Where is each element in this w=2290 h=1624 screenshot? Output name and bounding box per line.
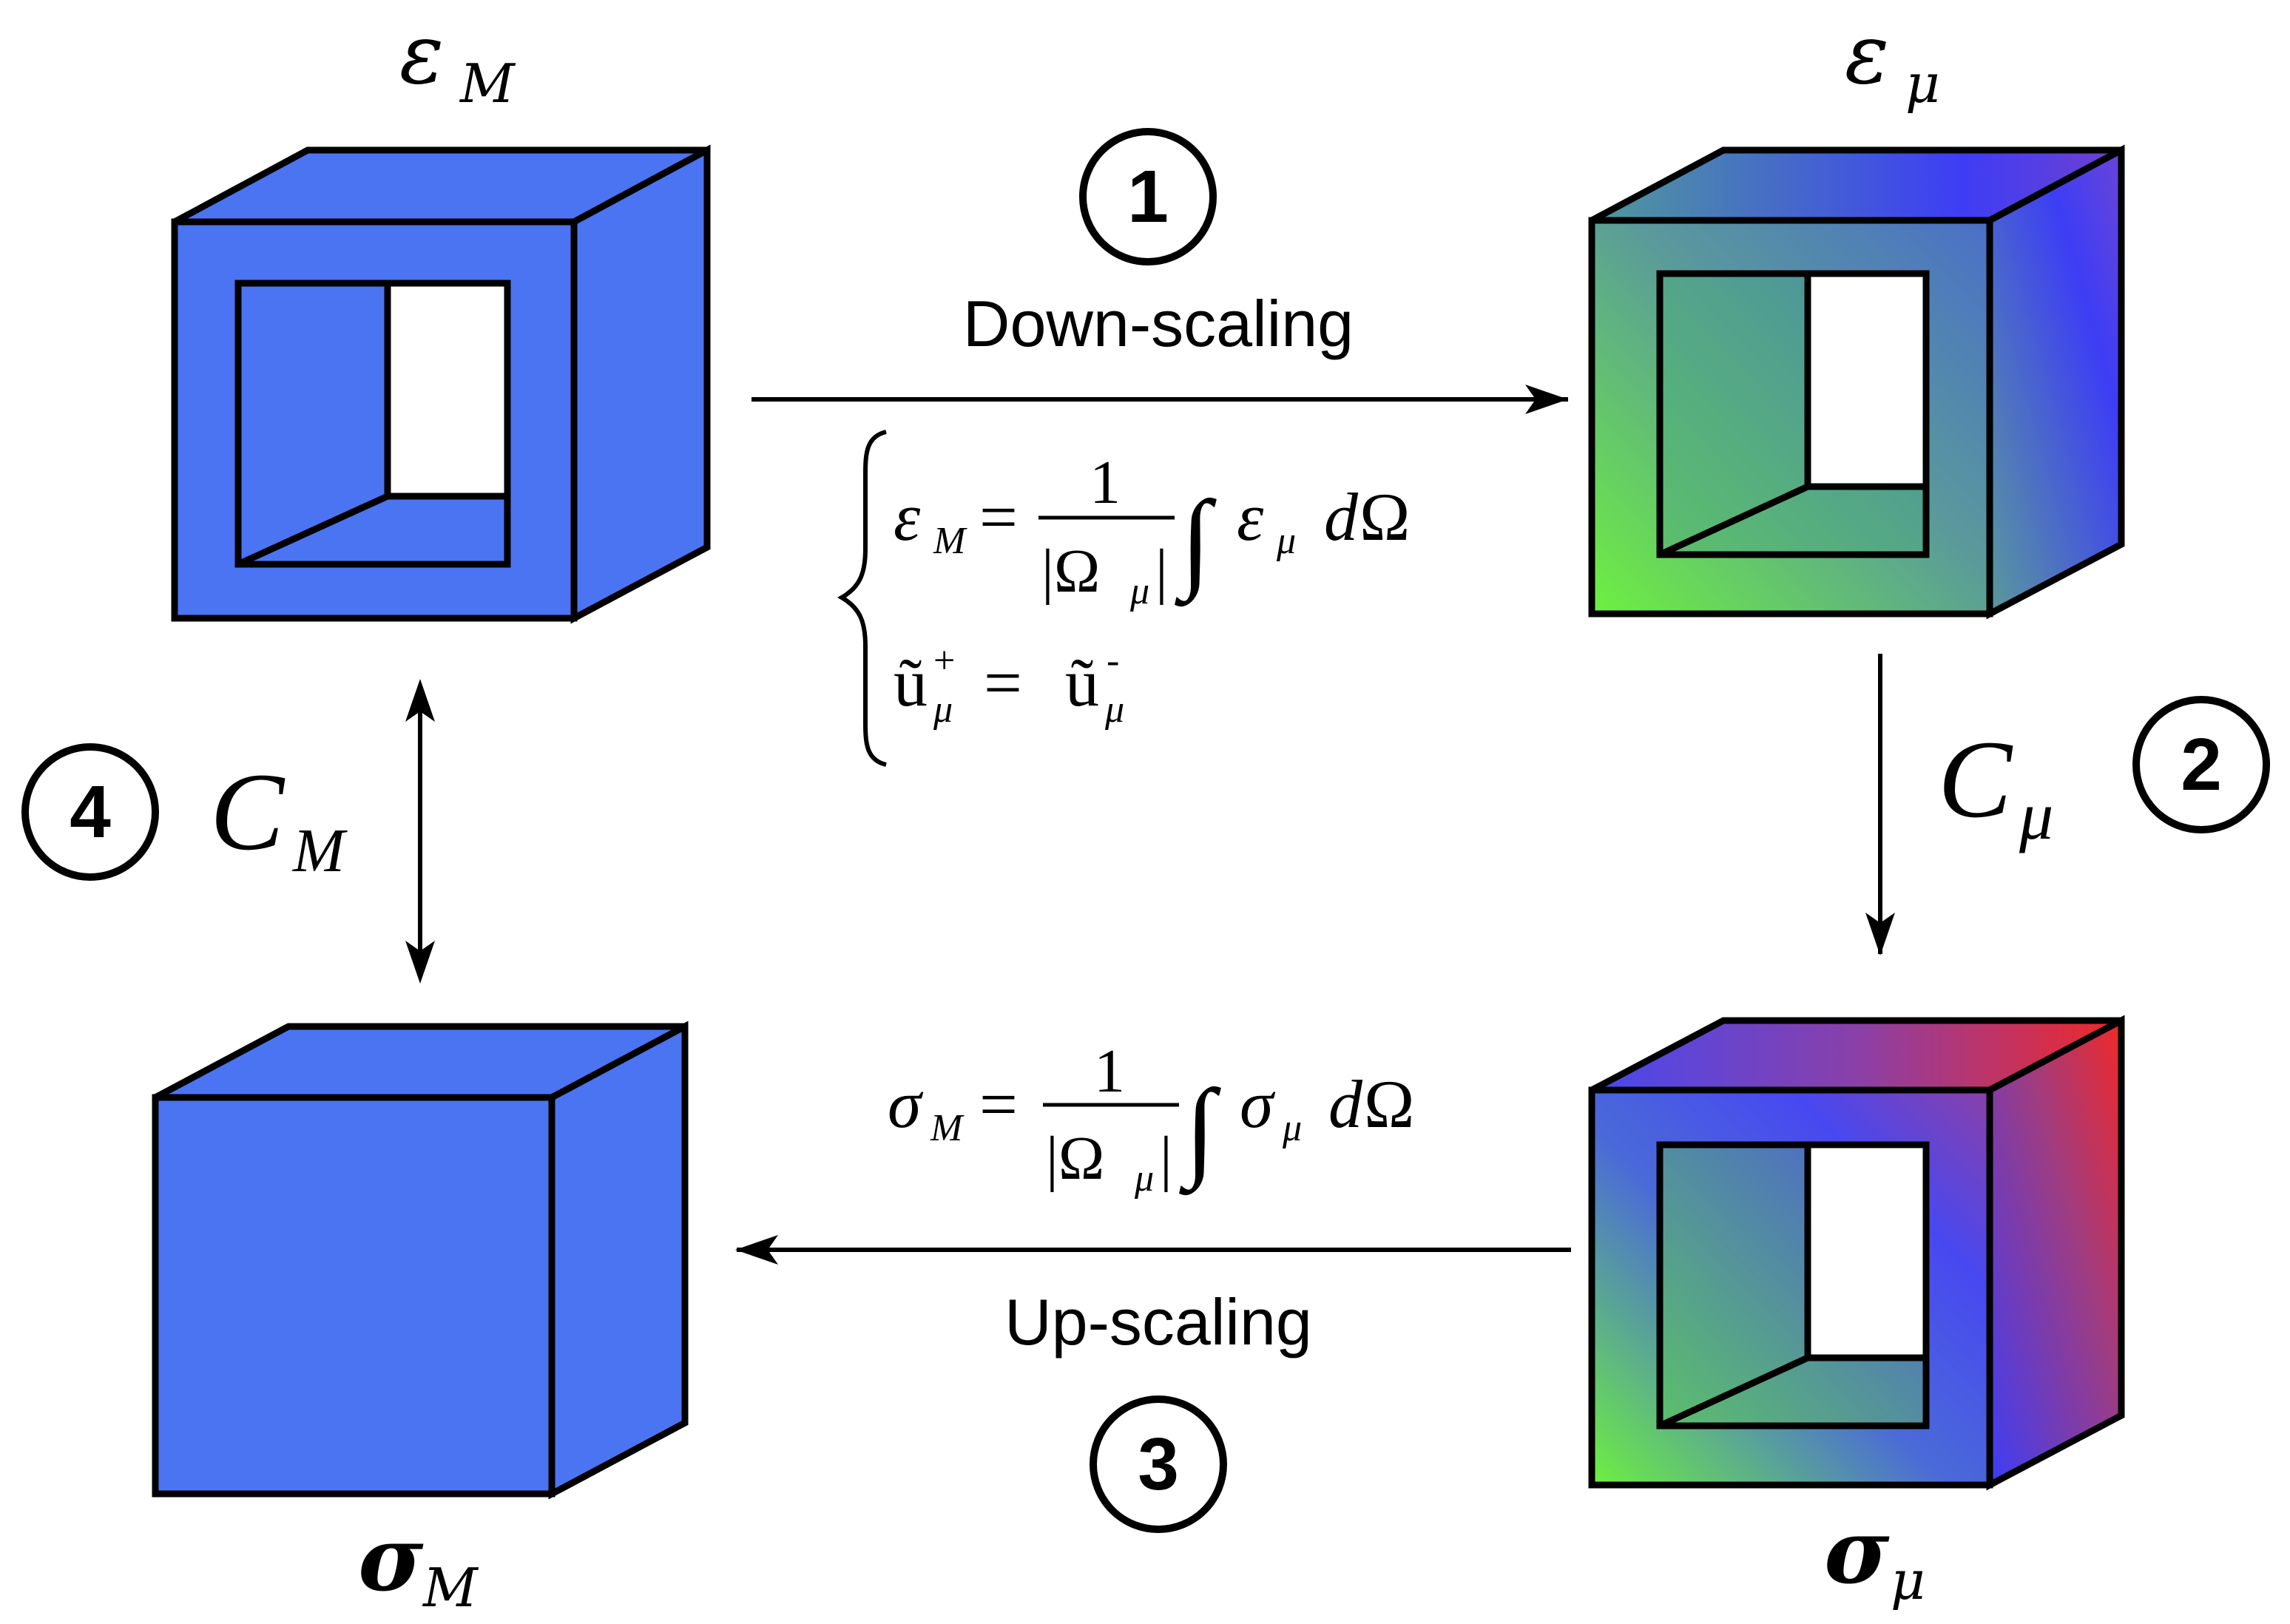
macro-stress-symbol: σ [358, 1507, 424, 1611]
eq1-integrand-sub: μ [1276, 520, 1296, 562]
micro-strain-cube [1588, 144, 2125, 620]
macro-strain-cube-inner-edge [237, 493, 389, 568]
constitutive-macro-arrow-head-down [405, 941, 435, 984]
eq1-denominator-close: | [1155, 537, 1168, 606]
constitutive-macro-arrow-head-up [405, 679, 435, 722]
eq3-numerator: 1 [1094, 1037, 1125, 1106]
downscaling-equations: ε M = 1 |Ω μ | ∫ ε μ d Ω ũ + μ = ũ - μ [837, 430, 1410, 767]
eq2-rhs: ũ [1065, 645, 1099, 720]
micro-strain-cube-side [1986, 144, 2125, 620]
micro-strain-symbol: ε [1845, 7, 1889, 103]
eq2-equals: = [984, 645, 1022, 720]
step-1-circle [1079, 128, 1217, 265]
step-3-number: 3 [1138, 1423, 1179, 1506]
macro-strain-cube [171, 144, 711, 624]
macro-strain-symbol: ε [399, 7, 444, 103]
macro-stress-cube [152, 1021, 689, 1500]
eq2-rhs-sup: - [1107, 640, 1119, 682]
macro-stress-subscript: M [422, 1557, 479, 1619]
upscaling-arrow-head [735, 1235, 778, 1265]
eq3-integral: ∫ [1179, 1067, 1221, 1196]
eq1-denominator-sub: μ [1129, 570, 1149, 612]
step-3: Up-scaling 3 [1004, 1285, 1312, 1533]
eq3-denominator: |Ω [1046, 1124, 1104, 1193]
eq1-integral: ∫ [1175, 478, 1217, 607]
eq1-integrand: ε [1237, 479, 1264, 555]
eq3-denominator-close: | [1160, 1124, 1172, 1193]
eq3-lhs-sub: M [930, 1107, 965, 1149]
step-4-circle [21, 743, 159, 881]
equation-brace [837, 430, 887, 767]
micro-strain-cube-window [1804, 270, 1930, 490]
macro-strain-cube-side [570, 144, 711, 624]
step-4: 4 C M [21, 743, 348, 885]
step-2-number: 2 [2181, 723, 2222, 806]
eq1-numerator: 1 [1090, 448, 1121, 517]
micro-stress-cube [1588, 1015, 2125, 1491]
eq2-lhs-sub: μ [933, 688, 953, 731]
eq1-domain: Ω [1360, 479, 1410, 555]
micro-strain-cube-inner-edge [1658, 483, 1809, 558]
eq1-denominator: |Ω [1041, 537, 1100, 606]
label-macro-strain: ε M [399, 7, 516, 115]
step-3-circle [1090, 1395, 1227, 1533]
label-micro-strain: ε μ [1845, 7, 1940, 115]
step-1: 1 Down-scaling [963, 128, 1354, 360]
eq3-domain: Ω [1364, 1066, 1414, 1142]
eq2-rhs-sub: μ [1104, 688, 1124, 731]
eq3-integrand: σ [1240, 1066, 1276, 1142]
micro-strain-subscript: μ [1905, 53, 1940, 115]
micro-stress-subscript: μ [1891, 1549, 1925, 1611]
macro-stress-cube-side [548, 1021, 689, 1500]
step-1-number: 1 [1127, 155, 1169, 238]
eq3-denominator-sub: μ [1134, 1157, 1154, 1200]
step-2-operator-subscript: μ [2019, 778, 2053, 853]
eq3-equals: = [979, 1066, 1018, 1142]
step-2: C μ 2 [1938, 696, 2270, 853]
eq3-differential: d [1328, 1066, 1363, 1142]
upscaling-equation: σ M = 1 |Ω μ | ∫ σ μ d Ω [888, 1037, 1414, 1200]
step-4-operator-subscript: M [292, 816, 348, 885]
step-3-label: Up-scaling [1004, 1285, 1312, 1359]
eq2-lhs-sup: + [933, 640, 955, 682]
macro-strain-subscript: M [459, 53, 516, 115]
eq3-lhs: σ [888, 1066, 924, 1142]
constitutive-micro-arrow-head [1865, 913, 1895, 955]
micro-stress-cube-side [1986, 1015, 2125, 1491]
eq1-equals: = [979, 479, 1018, 555]
step-2-circle [2132, 696, 2270, 833]
label-macro-stress: σ M [358, 1507, 479, 1619]
step-4-operator: C [210, 751, 286, 873]
eq3-integrand-sub: μ [1282, 1107, 1302, 1149]
label-micro-stress: σ μ [1824, 1500, 1925, 1611]
micro-stress-cube-window [1804, 1141, 1930, 1361]
step-2-operator: C [1938, 718, 2013, 841]
eq1-lhs: ε [894, 479, 921, 555]
micro-stress-cube-inner-edge [1658, 1354, 1809, 1430]
macro-strain-cube-window [384, 280, 511, 500]
step-4-number: 4 [70, 771, 111, 853]
eq1-lhs-sub: M [933, 520, 967, 562]
eq2-lhs: ũ [894, 645, 928, 720]
step-1-label: Down-scaling [963, 287, 1354, 360]
micro-stress-symbol: σ [1824, 1500, 1890, 1604]
macro-stress-cube-front [152, 1094, 555, 1498]
downscaling-arrow-head [1525, 385, 1568, 414]
eq1-differential: d [1324, 479, 1359, 555]
